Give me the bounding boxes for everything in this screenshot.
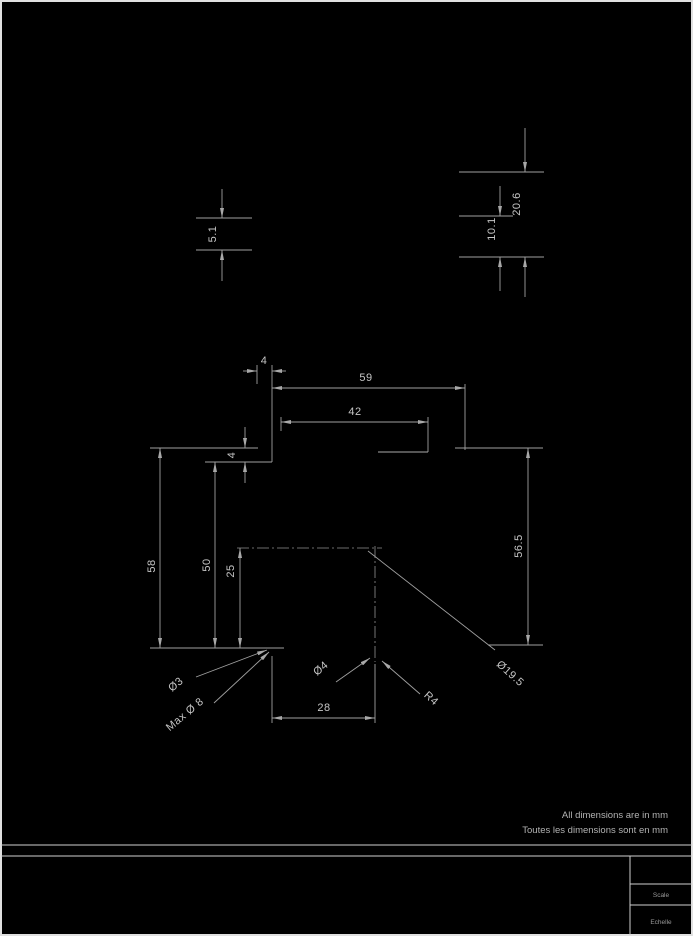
scale-label-fr: Echelle xyxy=(650,919,672,926)
extension-lines xyxy=(271,656,376,723)
leader-dia4-group: Ø4 xyxy=(311,657,371,683)
leader-dia3-group: Ø3 xyxy=(166,649,268,694)
dim-42-group: 42 xyxy=(280,406,429,452)
extension-lines xyxy=(459,171,544,258)
angled-hole-centerline xyxy=(367,550,496,651)
dim-20-6-group: 20.6 xyxy=(459,128,544,297)
dim-56-5-group: 56.5 xyxy=(455,447,543,646)
dim-4-side-label: 4 xyxy=(226,452,238,459)
scale-label-en: Scale xyxy=(653,892,670,899)
dim-59-group: 59 xyxy=(272,372,466,450)
leader-line xyxy=(381,660,421,695)
dim-4-top-group: 4 xyxy=(243,355,286,462)
title-block: Scale Echelle xyxy=(1,844,692,935)
dim-4-top-label: 4 xyxy=(261,355,268,367)
dim-5-1-group: 5.1 xyxy=(196,189,252,281)
dim-59-label: 59 xyxy=(359,372,372,384)
extension-lines xyxy=(150,447,284,649)
dim-28-label: 28 xyxy=(317,702,330,714)
dim-58-group: 58 xyxy=(146,447,284,649)
dim-5-1-label: 5.1 xyxy=(207,226,219,243)
centerlines-group xyxy=(237,546,496,662)
max-dia8-label: Max Ø 8 xyxy=(164,696,206,734)
dim-20-6-label: 20.6 xyxy=(511,192,523,215)
leader-line xyxy=(335,657,371,683)
dia19-5-label: Ø19.5 xyxy=(494,658,526,689)
leader-line xyxy=(195,649,268,678)
dim-50-label: 50 xyxy=(201,558,213,571)
extension-lines xyxy=(196,217,252,251)
dim-58-label: 58 xyxy=(146,559,158,572)
dim-25-label: 25 xyxy=(225,564,237,577)
dim-10-1-label: 10.1 xyxy=(486,217,498,240)
extension-lines xyxy=(455,447,543,646)
dim-25-group: 25 xyxy=(225,548,242,648)
dim-50-group: 50 xyxy=(201,462,217,648)
note-units-en: All dimensions are in mm xyxy=(562,810,668,821)
dim-56-5-label: 56.5 xyxy=(513,534,525,557)
dim-42-label: 42 xyxy=(348,406,361,418)
extension-lines xyxy=(256,365,273,462)
dia3-label: Ø3 xyxy=(166,675,186,694)
dim-10-1-group: 10.1 xyxy=(459,186,513,291)
r4-label: R4 xyxy=(421,689,440,708)
label-dia19-5-group: Ø19.5 xyxy=(494,658,526,689)
dia4-label: Ø4 xyxy=(311,659,331,678)
general-notes: All dimensions are in mm Toutes les dime… xyxy=(522,810,668,836)
note-units-fr: Toutes les dimensions sont en mm xyxy=(522,825,668,836)
extension-lines xyxy=(280,417,429,452)
title-block-lines xyxy=(1,844,692,935)
dim-28-group: 28 xyxy=(271,656,376,723)
leader-max-dia8-group: Max Ø 8 xyxy=(164,651,270,734)
leader-r4-group: R4 xyxy=(381,660,441,708)
leader-line xyxy=(213,651,270,704)
